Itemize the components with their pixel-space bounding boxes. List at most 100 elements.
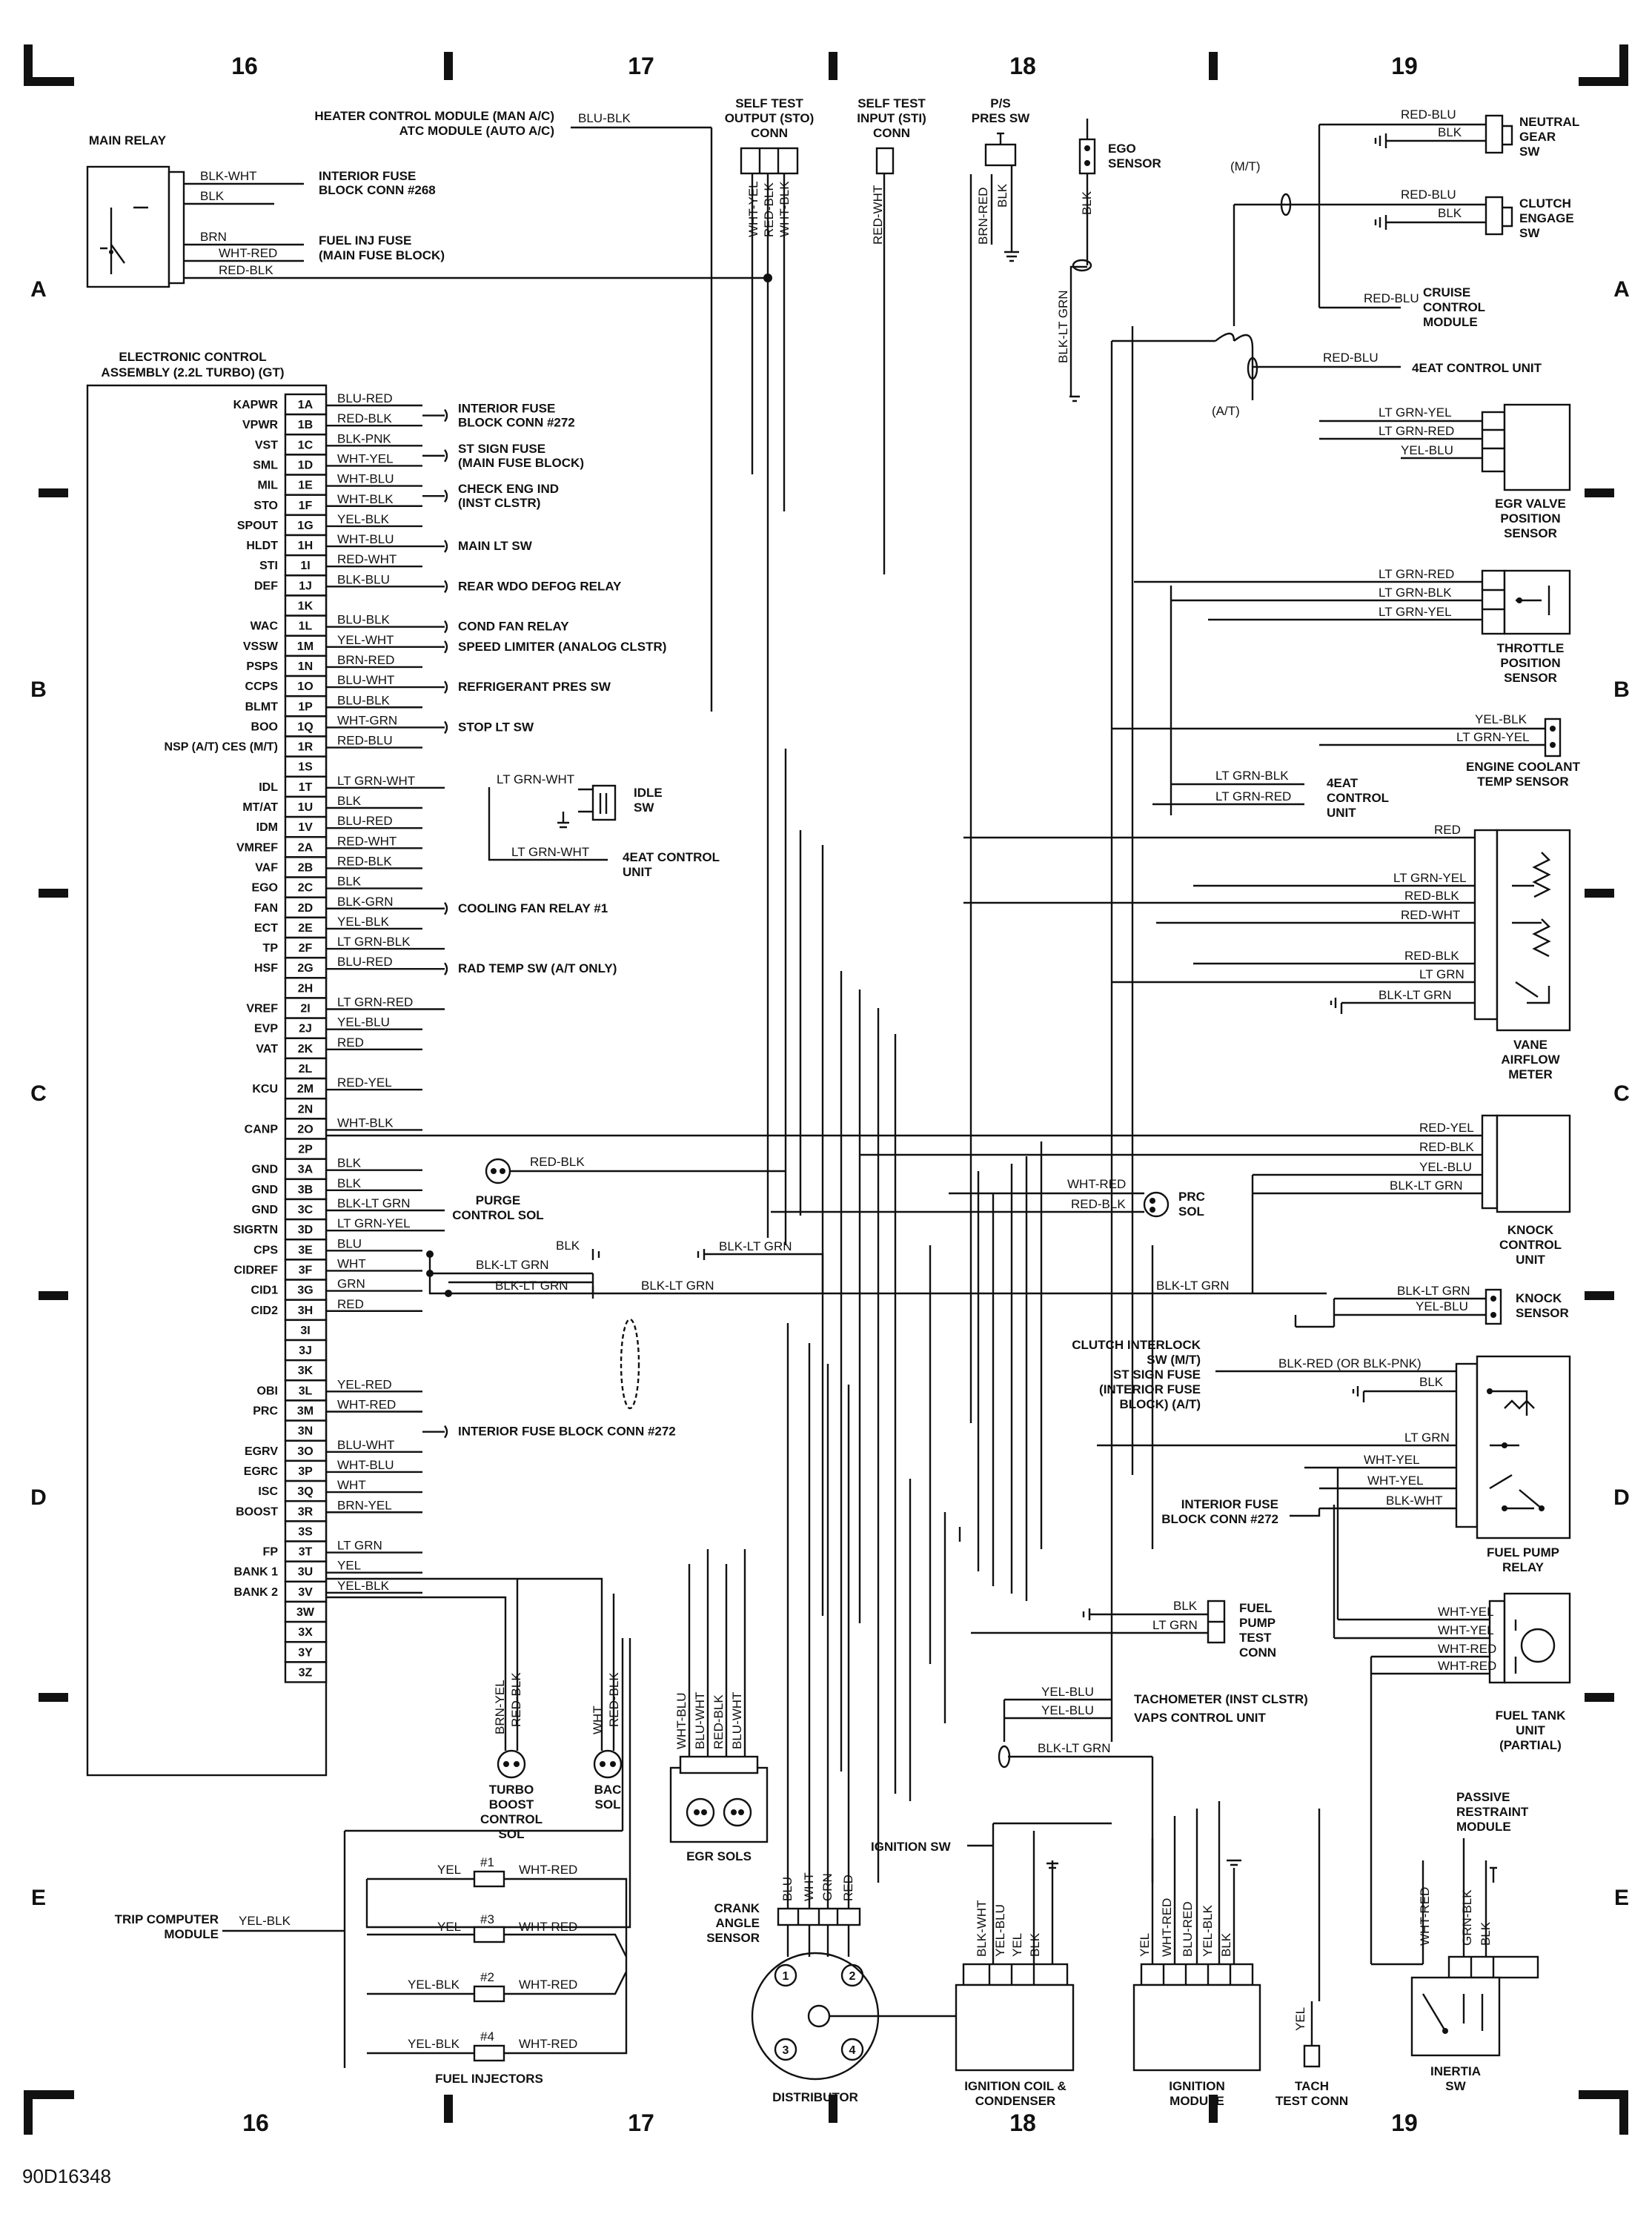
destination-arrow [422,1425,448,1439]
svg-text:2: 2 [849,1970,856,1983]
ecu-pin-cell [284,1600,328,1623]
svg-text:MODULE: MODULE [1456,1820,1511,1834]
ecu-pin-signal: IDM [256,821,278,834]
svg-text:TACH: TACH [1295,2079,1329,2093]
svg-text:PURGE: PURGE [476,1193,520,1207]
ecu-pin-id: 2H [298,982,313,995]
svg-text:NEUTRAL: NEUTRAL [1519,115,1579,129]
ecu-pin-signal: CID1 [251,1285,279,1297]
ecu-pin-id: 3I [300,1325,310,1337]
destination-label: INTERIOR FUSE BLOCK CONN #272 [458,1425,676,1439]
svg-text:SENSOR: SENSOR [706,1931,760,1945]
ecu-pin-id: 1L [299,620,313,633]
svg-text:RED-BLU: RED-BLU [1401,188,1456,202]
ecu-wire-label: BLU-RED [337,814,393,828]
corner-marks [24,44,1628,2135]
mr-wire-3: BRN [200,230,227,244]
svg-text:RED-BLK: RED-BLK [509,1672,523,1727]
ecu-pin-cell [284,1479,328,1502]
interior-fuse-272-d: INTERIOR FUSE BLOCK CONN #272 [1161,1497,1321,1526]
svg-text:WHT-BLK: WHT-BLK [777,181,792,237]
ecu-pin-id: 1Q [297,720,313,733]
ecu-wire-label: LT GRN-YEL [337,1216,411,1230]
ecu-wire-label: RED-BLK [337,854,392,868]
ecu-wire-label: LT GRN-WHT [337,774,415,788]
engine-coolant-temp-sensor: YEL-BLK LT GRN-YEL ENGINE COOLANT TEMP S… [1112,712,1581,789]
svg-text:LT GRN-RED: LT GRN-RED [1379,424,1454,438]
svg-text:WHT-RED: WHT-RED [1438,1659,1496,1673]
ecu-pin-cell [284,695,328,717]
ecu-wires: BLU-REDRED-BLKBLK-PNKWHT-YELWHT-BLUWHT-B… [326,391,445,1594]
ecu-pin-cell [284,534,328,557]
svg-text:LT GRN-BLK: LT GRN-BLK [1379,586,1452,600]
ecu-pin-id: 3D [298,1224,313,1236]
svg-text:BLK-WHT: BLK-WHT [1386,1494,1443,1508]
svg-text:CRANK: CRANK [714,1901,760,1915]
svg-text:WHT-RED: WHT-RED [519,1978,577,1992]
ecu-wire-label: BLK [337,1176,362,1190]
svg-text:BLK: BLK [1028,1932,1042,1957]
svg-text:INTERIOR FUSE: INTERIOR FUSE [1181,1497,1278,1511]
svg-text:BLK: BLK [1419,1375,1444,1389]
svg-text:BLK-LT GRN: BLK-LT GRN [495,1279,568,1293]
ecu-pin-signal: VST [255,439,278,451]
svg-text:SENSOR: SENSOR [1516,1306,1569,1320]
mr-wire-4: WHT-RED [219,246,277,260]
svg-text:LT GRN-RED: LT GRN-RED [1379,567,1454,581]
ecu-pin-id: 1C [298,439,314,451]
inertia-sw: PASSIVE RESTRAINT MODULE WHT-RED GRN-BLK… [1410,1790,1539,2093]
ecu-pin-cell [284,1339,328,1362]
ecu-pin-cell [284,1218,328,1241]
heater-control-2: ATC MODULE (AUTO A/C) [399,124,554,138]
mr-wire-2: BLK [200,189,225,203]
ecu-pin-cell [284,434,328,456]
svg-text:YEL: YEL [1293,2007,1307,2031]
svg-text:WHT-YEL: WHT-YEL [1364,1453,1420,1467]
ecu-wire-label: WHT-BLK [337,492,394,506]
ecu-pin-signal: HSF [254,962,278,975]
svg-text:SELF TEST: SELF TEST [857,96,926,110]
destination-arrow [422,902,448,915]
svg-text:YEL-BLU: YEL-BLU [1419,1160,1472,1174]
svg-text:SELF TEST: SELF TEST [735,96,803,110]
svg-text:RED-BLK: RED-BLK [1404,889,1459,903]
svg-text:IGNITION SW: IGNITION SW [871,1840,952,1854]
ecu-pin-id: 3T [299,1546,313,1559]
svg-text:BLK-LT GRN: BLK-LT GRN [476,1258,549,1272]
ignition-coil: IGNITION SW BLK-WHT YEL-BLU YEL BLK IGNI… [871,1822,1112,2108]
ecu-pin-id: 3E [298,1244,313,1256]
ecu-pin-id: 3V [298,1586,313,1599]
ecu-title-1: ELECTRONIC CONTROL [119,350,266,364]
ecu-pin-cell [284,997,328,1019]
ecu-wire-label: WHT-RED [337,1398,396,1412]
svg-text:BLK-LT GRN: BLK-LT GRN [1390,1179,1463,1193]
ecu-pin-id: 2F [299,942,313,955]
svg-text:BLK: BLK [1219,1932,1233,1957]
ecu-pin-signal: SPOUT [237,520,278,532]
mt-at-branch: (M/T) (A/T) RED-BLU CRUISE CONTROL MODUL… [1112,125,1542,418]
svg-text:MODULE: MODULE [1170,2094,1224,2108]
ecu-pin-signal: MIL [257,480,278,492]
ecu-pin-cell [284,474,328,496]
svg-text:DISTRIBUTOR: DISTRIBUTOR [772,2090,858,2104]
svg-text:YEL: YEL [437,1920,461,1934]
svg-text:BLK: BLK [1479,1921,1493,1946]
ecu-pin-signal: STO [253,500,278,512]
svg-text:CONTROL: CONTROL [1499,1238,1562,1252]
svg-text:4EAT CONTROL UNIT: 4EAT CONTROL UNIT [1412,361,1542,375]
svg-text:YEL-BLU: YEL-BLU [1416,1299,1468,1313]
svg-text:WHT-RED: WHT-RED [1160,1898,1174,1957]
ecu-pin-id: 3P [298,1465,313,1478]
row-a-left: A [30,277,47,302]
svg-text:LT GRN-RED: LT GRN-RED [1215,789,1291,803]
heater-wire: BLU-BLK [578,111,631,125]
svg-text:TRIP COMPUTER: TRIP COMPUTER [115,1912,219,1926]
svg-text:1: 1 [783,1970,789,1983]
ecu-pins: 1AKAPWR1BVPWR1CVST1DSML1EMIL1FSTO1GSPOUT… [165,393,328,1683]
svg-text:RED-BLK: RED-BLK [1071,1197,1126,1211]
ecu-wire-label: YEL-RED [337,1377,392,1391]
svg-text:SW: SW [1445,2079,1466,2093]
ecu-pin-id: 1I [300,560,310,572]
svg-text:BLK-LT GRN: BLK-LT GRN [1056,290,1070,363]
svg-text:GEAR: GEAR [1519,130,1556,144]
